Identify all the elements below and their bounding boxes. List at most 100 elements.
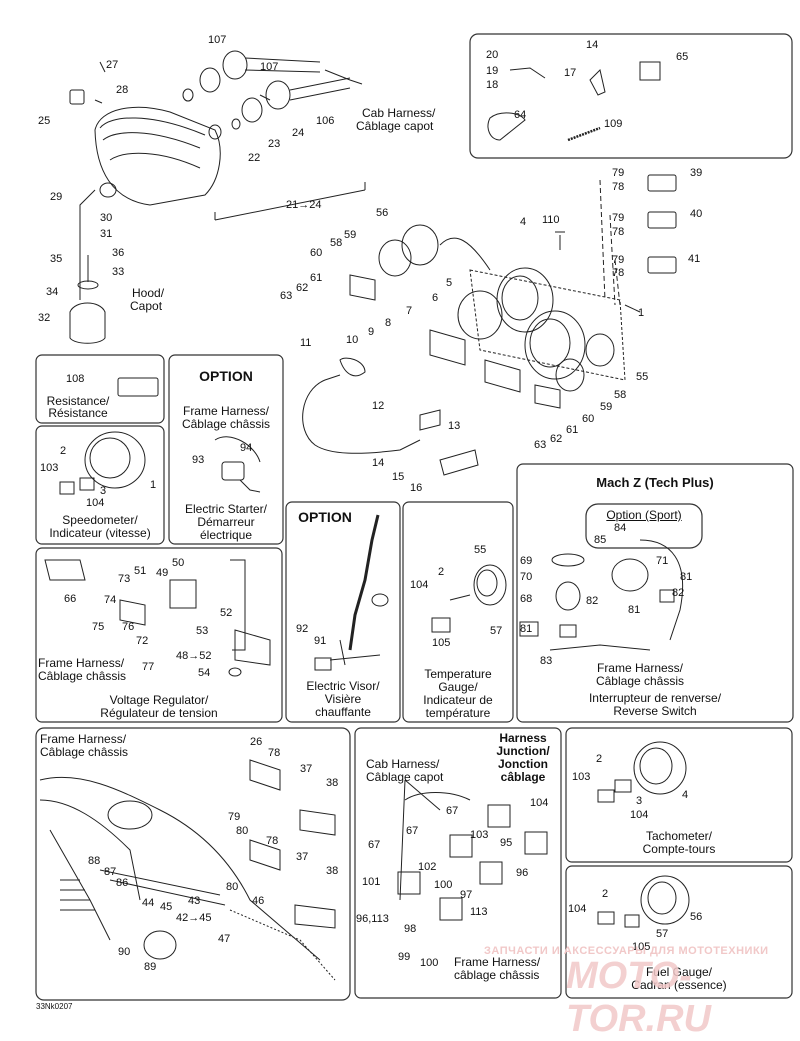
- machz-parts: [519, 539, 684, 651]
- callout: 58: [614, 389, 627, 401]
- callout: 11: [300, 337, 312, 349]
- fuel-gauge-label-fr: Cadran (essence): [631, 978, 727, 992]
- option-sport-label: Option (Sport): [606, 508, 682, 522]
- junction-title4: câblage: [500, 770, 546, 784]
- hood-cable: [69, 182, 117, 344]
- callout: 80: [226, 881, 239, 893]
- junction-cab-label-fr: Câblage capot: [366, 770, 444, 784]
- voltage-frame-label-fr: Câblage châssis: [38, 669, 127, 683]
- temperature-label2: Gauge/: [438, 680, 478, 694]
- cab-harness-label-fr: Câblage capot: [356, 119, 434, 133]
- callout: 67: [368, 839, 381, 851]
- callout: 19: [486, 65, 499, 77]
- temperature-gauge-parts: [431, 564, 507, 633]
- callout: 75: [92, 621, 105, 633]
- callout: 50: [172, 557, 185, 569]
- callout: 38: [326, 865, 339, 877]
- callout: 41: [688, 253, 701, 265]
- callout: 65: [676, 51, 689, 63]
- callout: 105: [632, 941, 651, 953]
- callout: 103: [470, 829, 489, 841]
- callout: 98: [404, 923, 417, 935]
- callout: 96: [516, 867, 529, 879]
- callout: 105: [432, 637, 451, 649]
- callout: 78: [612, 226, 625, 238]
- callout: 108: [66, 373, 85, 385]
- gauge-cluster: [259, 94, 677, 476]
- callout: 100: [420, 957, 439, 969]
- callout: 57: [656, 928, 669, 940]
- callout: 47: [218, 933, 231, 945]
- electric-visor-label: Electric Visor/: [306, 679, 380, 693]
- callout: 12: [372, 400, 385, 412]
- callout: 103: [572, 771, 591, 783]
- figure-code: 33Nk0207: [36, 1002, 73, 1011]
- callout: 37: [300, 763, 313, 775]
- callout: 46: [252, 895, 265, 907]
- callout: 72: [136, 635, 149, 647]
- callout: 34: [46, 286, 59, 298]
- callout: 24: [292, 127, 305, 139]
- frame-harness-label: Frame Harness/: [40, 732, 127, 746]
- callout: 16: [410, 482, 423, 494]
- callout: 5: [446, 277, 453, 289]
- callout: 7: [406, 305, 413, 317]
- harness-junction-parts: [397, 779, 548, 921]
- callout: 87: [104, 866, 117, 878]
- callout: 78: [266, 835, 279, 847]
- callout: 59: [344, 229, 357, 241]
- callout: 1: [638, 307, 645, 319]
- callout: 4: [520, 216, 527, 228]
- junction-cab-label: Cab Harness/: [366, 757, 440, 771]
- callout: 104: [530, 797, 549, 809]
- callout: 68: [520, 593, 533, 605]
- option1-frame-label: Frame Harness/: [182, 404, 270, 418]
- callout: 113: [470, 906, 488, 918]
- callout: 79: [612, 167, 625, 179]
- callout: 14: [586, 39, 599, 51]
- fuel-gauge-label: Fuel Gauge/: [645, 965, 713, 979]
- callout: 20: [486, 49, 499, 61]
- callout: 78: [268, 747, 281, 759]
- callout: 2: [60, 445, 67, 457]
- fuel-gauge-parts: [597, 875, 690, 928]
- electric-starter-label-fr2: électrique: [199, 528, 253, 542]
- callout: 56: [376, 207, 389, 219]
- callout: 22: [248, 152, 261, 164]
- callout: 40: [690, 208, 703, 220]
- callout: 89: [144, 961, 157, 973]
- hood-label: Hood/: [132, 286, 165, 300]
- callout: 92: [296, 623, 309, 635]
- callout: 59: [600, 401, 613, 413]
- watermark-brand: MOTO-TOR.RU: [566, 955, 711, 1040]
- callout: 3: [100, 485, 107, 497]
- callout: 79: [228, 811, 241, 823]
- callout: 61: [310, 272, 323, 284]
- callout: 25: [38, 115, 51, 127]
- callout: 56: [690, 911, 703, 923]
- callout: 100: [434, 879, 453, 891]
- panel-borders: [35, 33, 794, 1001]
- callout: 21→24: [286, 199, 322, 211]
- topright-parts: [487, 61, 661, 142]
- callout: 10: [346, 334, 359, 346]
- electric-visor-label-fr2: chauffante: [315, 705, 371, 719]
- callout: 84: [614, 522, 627, 534]
- callout: 63: [534, 439, 547, 451]
- junction-title3: Jonction: [498, 757, 548, 771]
- option1-title: OPTION: [199, 368, 253, 384]
- callout: 64: [514, 109, 527, 121]
- callout: 107: [208, 34, 227, 46]
- option2-parts: [314, 514, 389, 671]
- callout: 107: [260, 61, 279, 73]
- callout: 44: [142, 897, 155, 909]
- callout: 29: [50, 191, 63, 203]
- callout: 49: [156, 567, 169, 579]
- option1-parts: [214, 436, 261, 493]
- electric-starter-label: Electric Starter/: [184, 502, 268, 516]
- callout: 104: [86, 497, 105, 509]
- callout: 17: [564, 67, 577, 79]
- callout: 67: [446, 805, 459, 817]
- reverse-switch-label-fr: Interrupteur de renverse/: [588, 691, 722, 705]
- callout: 97: [460, 889, 473, 901]
